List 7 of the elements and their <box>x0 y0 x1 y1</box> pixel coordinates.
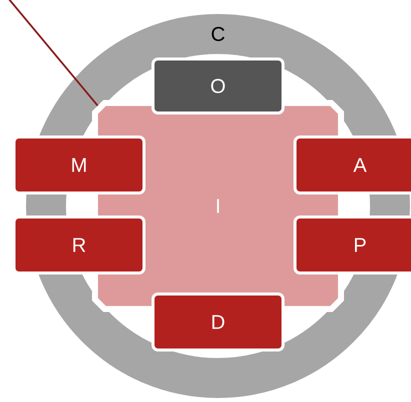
label-box: O <box>152 58 284 114</box>
label-box: A <box>294 136 411 194</box>
leader-line <box>7 0 98 106</box>
label-box: M <box>12 136 146 194</box>
label-box: P <box>294 216 411 274</box>
label-box: D <box>152 292 284 352</box>
label-box: R <box>12 216 146 274</box>
